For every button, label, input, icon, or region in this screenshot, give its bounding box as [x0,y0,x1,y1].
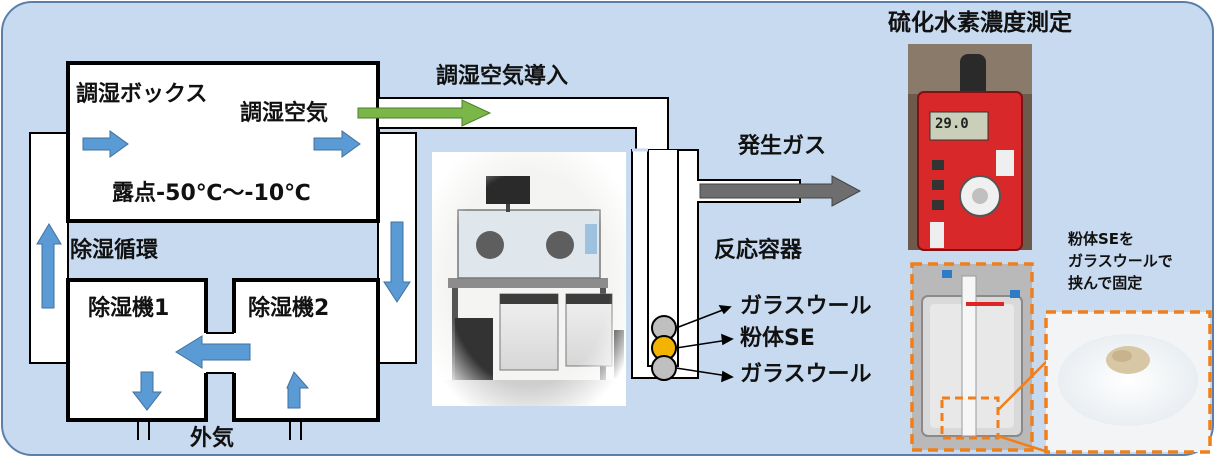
air-inlet-arrow [357,99,492,127]
glovebox-photo [432,152,626,406]
flow-arrow-left [175,335,251,369]
vessel-photo [912,264,1032,450]
sample-closeup-photo [1046,312,1210,452]
air-inlet-label: 調湿空気導入 [436,64,569,89]
humidity-box-label: 調湿ボックス [76,82,208,107]
dew-point-label: 露点-50℃～-10℃ [112,181,311,206]
zoom-line [997,359,1049,411]
layer-label-glass-wool-top: ガラスウール [740,294,872,319]
h2s-meter-photo [908,44,1032,251]
layer-label-glass-wool-bottom: ガラスウール [740,362,872,387]
meter-display: 29.0 [935,116,969,132]
flow-arrow-right [313,130,361,158]
page-title: 硫化水素濃度測定 [888,10,1072,36]
dehumidifier-2-box [232,278,380,422]
glass-wool-ball-bottom [651,355,677,381]
flow-arrow-right [82,130,129,158]
dehumidifier-2-label: 除湿機2 [248,296,330,321]
vessel-highlight-box [910,262,1034,452]
layer-leaders [675,305,734,383]
flow-arrows [36,130,411,411]
gas-outlet-arrow [699,175,862,207]
dehumidifier-1-label: 除湿機1 [88,296,170,321]
flow-arrow-up [286,371,310,409]
circulation-label: 除湿循環 [70,238,159,263]
outside-air-legs [137,422,302,440]
outside-air-label: 外気 [190,426,235,451]
layer-label-powder-se: 粉体SE [740,326,815,351]
note-line-1: 粉体SEを [1068,230,1135,248]
zoom-line [997,434,1049,454]
humidified-air-label: 調湿空気 [240,101,329,126]
flow-arrow-up [36,223,62,309]
closeup-highlight-box [1044,310,1212,454]
flow-arrow-down [383,221,411,303]
sample-highlight-box [940,396,1000,440]
generated-gas-label: 発生ガス [738,134,827,159]
note-line-3: 挟んで固定 [1068,274,1143,292]
flow-arrow-down [131,371,163,411]
reaction-vessel-label: 反応容器 [714,238,803,263]
note-line-2: ガラスウールで [1068,252,1173,270]
